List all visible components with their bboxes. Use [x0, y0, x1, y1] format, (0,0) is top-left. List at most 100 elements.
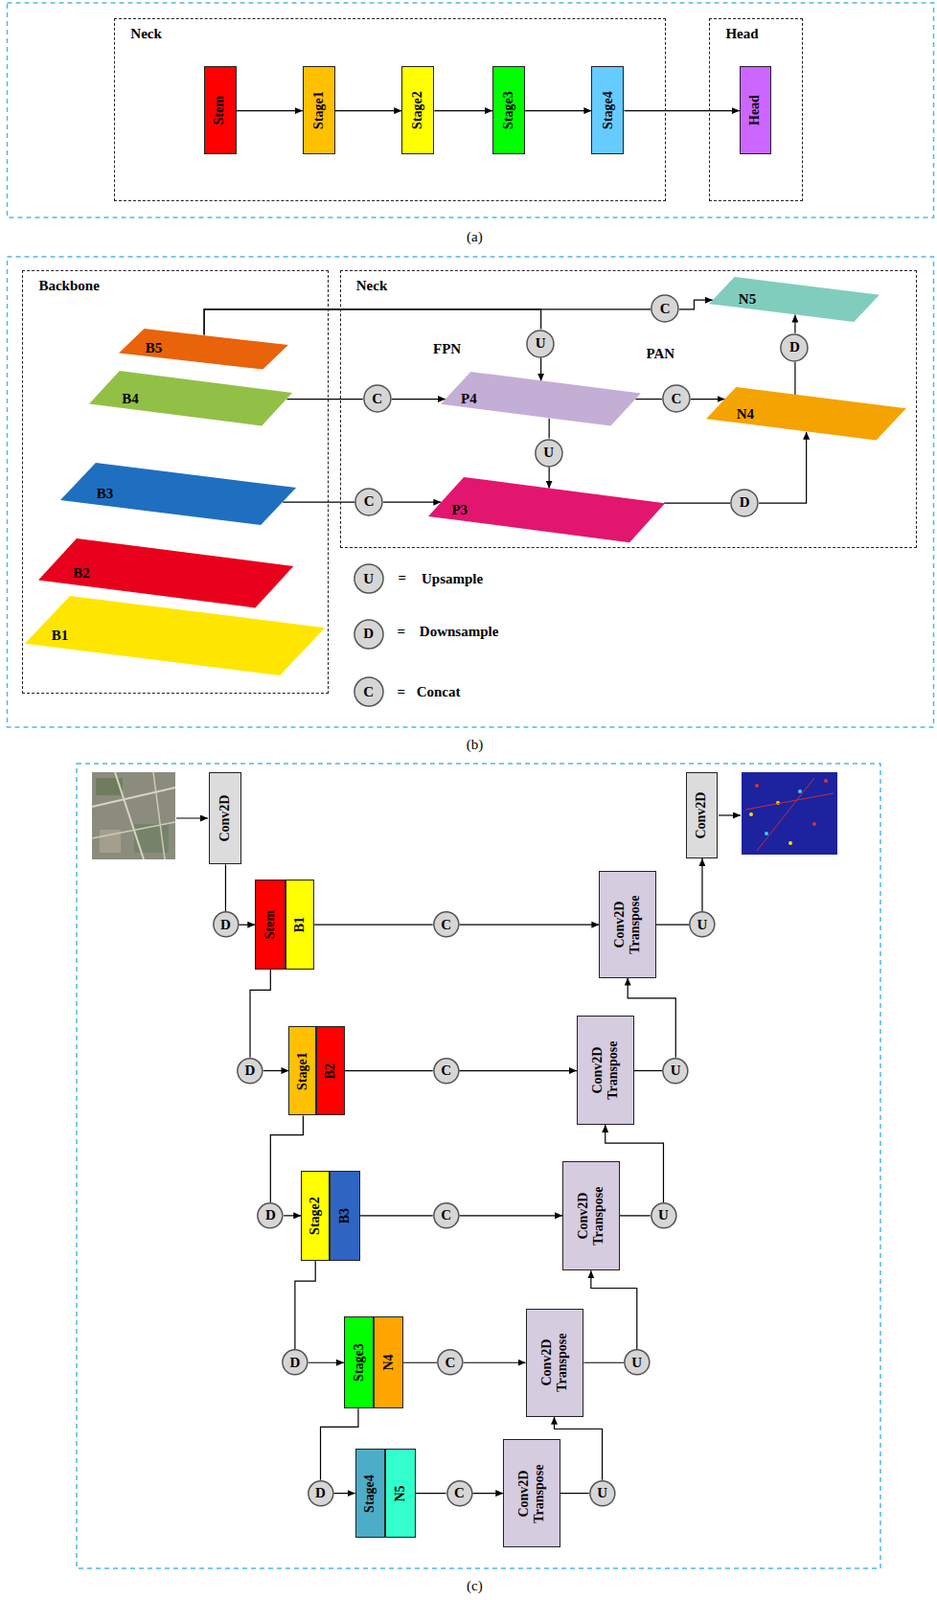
feature-map: B5: [118, 328, 289, 370]
node-label: U: [543, 444, 554, 461]
feature-map: B4: [89, 370, 293, 427]
operator-circle: C: [363, 384, 392, 413]
panel-label: (a): [466, 228, 483, 245]
shape-fill: [708, 276, 880, 322]
connector: [794, 362, 796, 395]
connector: [701, 858, 703, 912]
node-label: D: [363, 625, 374, 642]
node-label: C: [670, 390, 682, 408]
shape-fill: [535, 438, 563, 466]
node-label: B3: [96, 485, 115, 503]
image-speck: [798, 789, 802, 794]
connector-group: [204, 111, 807, 1494]
connector: [583, 1362, 624, 1364]
connector: [540, 357, 542, 381]
node-label: U: [658, 1207, 669, 1224]
connector: [458, 1214, 563, 1216]
operator-circle: C: [662, 384, 691, 413]
operator-circle: C: [354, 487, 384, 517]
node-label: Stage2: [307, 1196, 323, 1235]
connector: [383, 502, 441, 503]
connector: [314, 924, 434, 926]
stage-block: N5: [385, 1448, 416, 1539]
node-label: U: [697, 916, 709, 934]
image-trace: [745, 793, 834, 810]
node-label: N4: [736, 406, 755, 423]
image-ground: [741, 772, 838, 855]
shape-fill: [364, 385, 391, 412]
image-arrow: [718, 814, 741, 816]
node-label: Stage2: [410, 91, 426, 130]
node-label: Stage1: [311, 91, 327, 130]
connector: [619, 1214, 651, 1216]
stage-block: Conv2D Transpose: [576, 1015, 635, 1125]
stage-block: N4: [373, 1316, 404, 1409]
node-label: C: [444, 1354, 456, 1372]
shape-fill: [428, 477, 665, 543]
node-label: C: [454, 1485, 465, 1502]
connector: [434, 110, 493, 112]
label-anchor: (c): [466, 1576, 483, 1594]
node-label: D: [739, 494, 751, 511]
connector: [758, 432, 807, 504]
node-label: Stem: [212, 95, 229, 125]
node-label: Conv2D Transpose: [590, 1021, 621, 1120]
connector: [286, 398, 363, 400]
shape-fill: [355, 488, 383, 516]
node-label: Neck: [130, 25, 162, 43]
image-ground: [91, 772, 176, 860]
shape-fill: [437, 1349, 463, 1375]
image-trace: [756, 777, 815, 851]
image-arrow: [176, 817, 208, 819]
node-label: C: [371, 390, 383, 408]
feature-map: B1: [24, 595, 325, 676]
connector: [320, 1408, 359, 1481]
stage-block: Conv2D Transpose: [598, 870, 657, 979]
node-label: C: [363, 684, 374, 701]
output-image: [741, 772, 838, 855]
feature-map: N5: [708, 276, 880, 322]
node-label: Conv2D Transpose: [612, 876, 643, 973]
stage-block: B3: [329, 1170, 361, 1261]
node-label: Stage4: [599, 91, 616, 130]
connector: [333, 1492, 355, 1494]
operator-circle: C: [433, 1057, 460, 1085]
stage-block: Conv2D: [685, 772, 718, 858]
shape-fill: [308, 1481, 334, 1507]
node-label: U: [535, 335, 547, 352]
node-label: P3: [451, 502, 468, 519]
node-label: D: [220, 916, 231, 934]
operator-circle: U: [623, 1348, 651, 1376]
legend-text: Downsample: [419, 623, 500, 640]
shape-fill: [89, 370, 293, 427]
label-anchor: =: [397, 569, 407, 586]
operator-circle: D: [281, 1348, 309, 1376]
operator-circle: C: [446, 1480, 474, 1508]
operator-circle: D: [236, 1057, 264, 1085]
connector: [525, 110, 592, 112]
shape-fill: [662, 1058, 688, 1084]
group-frame: HeadHead: [708, 18, 803, 202]
label-anchor: PAN: [645, 344, 675, 362]
shape-fill: [651, 295, 679, 322]
connector: [204, 309, 651, 336]
node-label: D: [265, 1207, 276, 1224]
connector: [679, 299, 713, 310]
connector: [553, 1416, 602, 1481]
node-label: B1: [292, 916, 308, 933]
label-anchor: =: [396, 684, 406, 701]
connector: [548, 418, 550, 439]
connector: [656, 924, 689, 926]
group-frame: N5CUP4CCN4UCP3DDNeck: [340, 270, 917, 549]
node-label: N5: [738, 291, 756, 308]
operator-circle: U: [525, 329, 555, 359]
connector: [403, 1362, 437, 1364]
node-label: D: [789, 339, 800, 356]
connector: [591, 1270, 638, 1349]
node-label: U: [631, 1354, 642, 1372]
connector: [250, 969, 271, 1058]
shape-outline: [24, 595, 325, 676]
shape-outline: [60, 462, 297, 526]
shape-fill: [212, 912, 238, 937]
node-label: Stage1: [295, 1051, 311, 1091]
